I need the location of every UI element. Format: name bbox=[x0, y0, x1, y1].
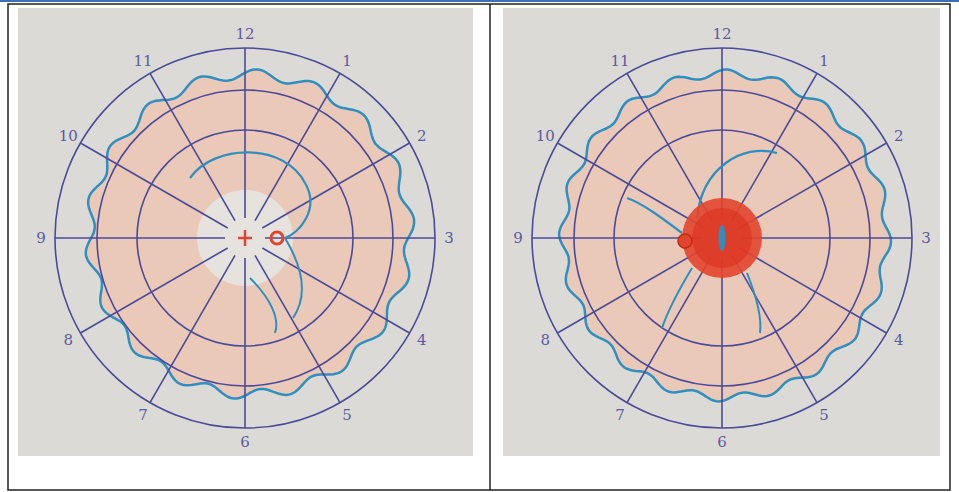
outer-isopter bbox=[559, 70, 891, 402]
clock-number: 3 bbox=[444, 231, 454, 246]
clock-number: 8 bbox=[64, 333, 74, 348]
outer-isopter bbox=[86, 69, 414, 398]
photo-ground bbox=[18, 8, 473, 456]
clock-number: 3 bbox=[921, 231, 931, 246]
clock-number: 6 bbox=[240, 435, 250, 450]
clock-number: 10 bbox=[536, 129, 555, 144]
table-border bbox=[8, 4, 950, 490]
clock-number: 6 bbox=[717, 435, 727, 450]
clock-number: 5 bbox=[342, 407, 352, 422]
clock-number: 9 bbox=[513, 231, 523, 246]
clock-number: 2 bbox=[417, 129, 427, 144]
clock-number: 5 bbox=[819, 407, 829, 422]
clock-number: 12 bbox=[235, 27, 254, 42]
clock-number: 11 bbox=[610, 54, 629, 69]
clock-number: 1 bbox=[819, 54, 829, 69]
clock-number: 4 bbox=[894, 333, 904, 348]
clock-number: 7 bbox=[615, 407, 625, 422]
clock-number: 1 bbox=[342, 54, 352, 69]
clock-number: 4 bbox=[417, 333, 427, 348]
central-scotoma bbox=[692, 208, 752, 268]
clock-number: 10 bbox=[59, 129, 78, 144]
clock-number: 9 bbox=[36, 231, 46, 246]
clock-number: 7 bbox=[138, 407, 148, 422]
central-scotoma bbox=[682, 198, 762, 278]
clock-number: 8 bbox=[541, 333, 551, 348]
top-rule bbox=[0, 0, 959, 2]
blind-spot bbox=[271, 232, 283, 244]
clock-number: 2 bbox=[894, 129, 904, 144]
inner-isopter bbox=[190, 152, 310, 238]
fixation-cross bbox=[238, 230, 252, 246]
inner-isopter bbox=[250, 238, 302, 333]
fixation-mark bbox=[719, 225, 726, 251]
photo-ground bbox=[503, 8, 940, 456]
clock-number: 12 bbox=[712, 27, 731, 42]
blind-spot bbox=[678, 234, 692, 248]
inner-isopter bbox=[662, 268, 760, 333]
perimetry-chart-left bbox=[55, 48, 435, 428]
perimetry-chart-right bbox=[532, 48, 912, 428]
table-divider bbox=[489, 4, 491, 490]
clock-number: 11 bbox=[133, 54, 152, 69]
